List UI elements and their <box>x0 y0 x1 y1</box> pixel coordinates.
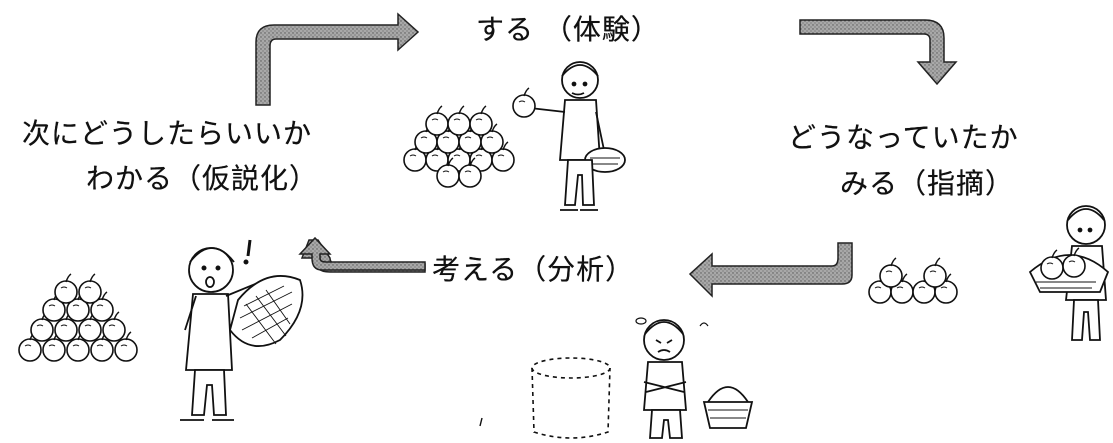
apple-pile-icon <box>868 257 958 304</box>
person-thinking-arms-crossed-icon <box>635 317 709 439</box>
stage-label-do: する （体験） <box>476 13 660 46</box>
dotted-container-icon <box>531 357 611 439</box>
stage-label-hypothesize-line2: わかる（仮説化） <box>86 162 319 195</box>
stage-label-observe-line2: みる（指摘） <box>840 167 1015 200</box>
arrow-to-think <box>688 242 853 298</box>
empty-basket-icon <box>702 386 754 429</box>
apple-pile-icon <box>403 105 515 188</box>
person-with-net-bag-icon <box>180 239 304 421</box>
stage-label-think: 考える（分析） <box>432 253 635 286</box>
stray-mark <box>479 417 483 427</box>
person-holding-apple-icon <box>512 61 626 211</box>
stage-label-hypothesize-line1: 次にどうしたらいいか <box>22 117 313 150</box>
arrow-to-observe <box>799 19 958 86</box>
stage-label-observe-line1: どうなっていたか <box>788 121 1019 154</box>
apple-pile-icon <box>18 273 138 362</box>
arrow-to-hypothesize <box>298 236 426 273</box>
person-with-basket-icon <box>1028 205 1110 341</box>
arrow-to-do <box>255 12 420 106</box>
